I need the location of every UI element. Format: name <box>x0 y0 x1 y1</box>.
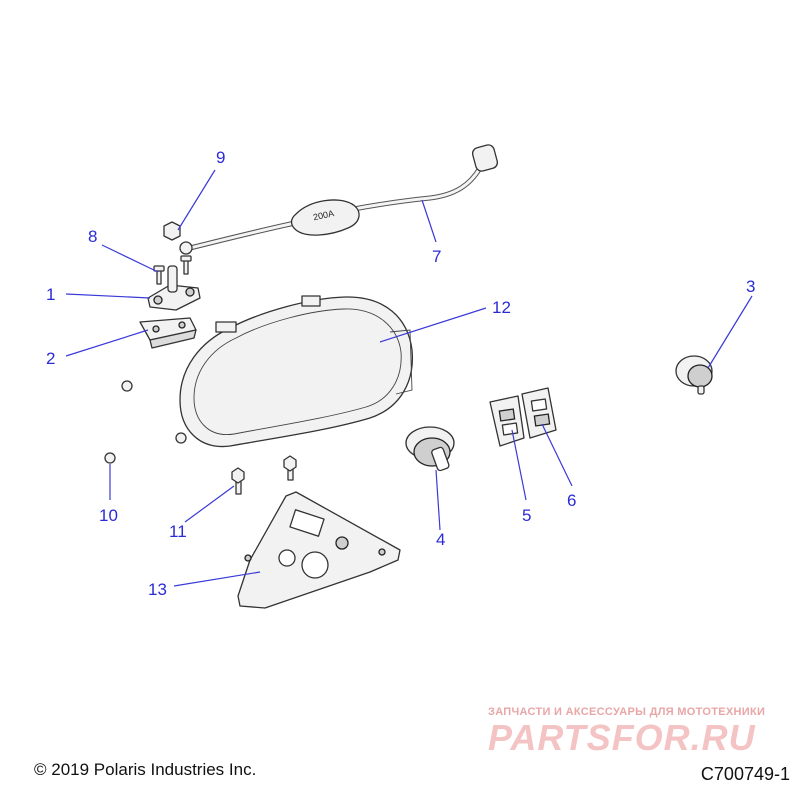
callout-1: 1 <box>46 285 55 304</box>
callout-3: 3 <box>746 277 755 296</box>
callout-11: 11 <box>169 522 187 541</box>
instrument-cluster-part <box>179 295 414 448</box>
callout-12: 12 <box>492 298 511 317</box>
ignition-switch-part <box>405 426 455 472</box>
drawing-id: C700749-1 <box>700 764 790 784</box>
mounting-bracket-part <box>139 317 197 349</box>
bolt-part <box>231 455 297 495</box>
callout-10: 10 <box>99 506 118 525</box>
leader-lines <box>65 169 753 587</box>
screw-part <box>153 255 192 285</box>
switch-panel-part <box>237 491 401 609</box>
fused-cable-part: 200A <box>179 144 499 255</box>
nut-part <box>163 221 181 241</box>
rocker-switch-right-part <box>521 387 557 439</box>
callout-8: 8 <box>88 227 97 246</box>
rivet-nut-part <box>104 452 116 464</box>
callout-labels: 1 2 3 4 5 6 7 8 9 10 11 12 13 <box>46 148 755 599</box>
callout-13: 13 <box>148 580 167 599</box>
copyright-notice: © 2019 Polaris Industries Inc. <box>34 760 257 779</box>
rivet-nut-part-3 <box>175 432 187 444</box>
rivet-nut-part-2 <box>121 380 133 392</box>
callout-4: 4 <box>436 530 445 549</box>
callout-7: 7 <box>432 247 441 266</box>
cable-fuse-label: 200A <box>312 208 335 222</box>
callout-9: 9 <box>216 148 225 167</box>
watermark-tagline: ЗАПЧАСТИ И АКСЕССУАРЫ ДЛЯ МОТОТЕХНИКИ <box>488 706 766 718</box>
callout-5: 5 <box>522 506 531 525</box>
power-outlet-part <box>675 355 713 395</box>
callout-2: 2 <box>46 349 55 368</box>
terminal-post-block-part <box>147 265 201 311</box>
watermark-logo: PARTSFOR.RU <box>488 717 756 758</box>
rocker-switch-left-part <box>489 395 525 447</box>
callout-6: 6 <box>567 491 576 510</box>
